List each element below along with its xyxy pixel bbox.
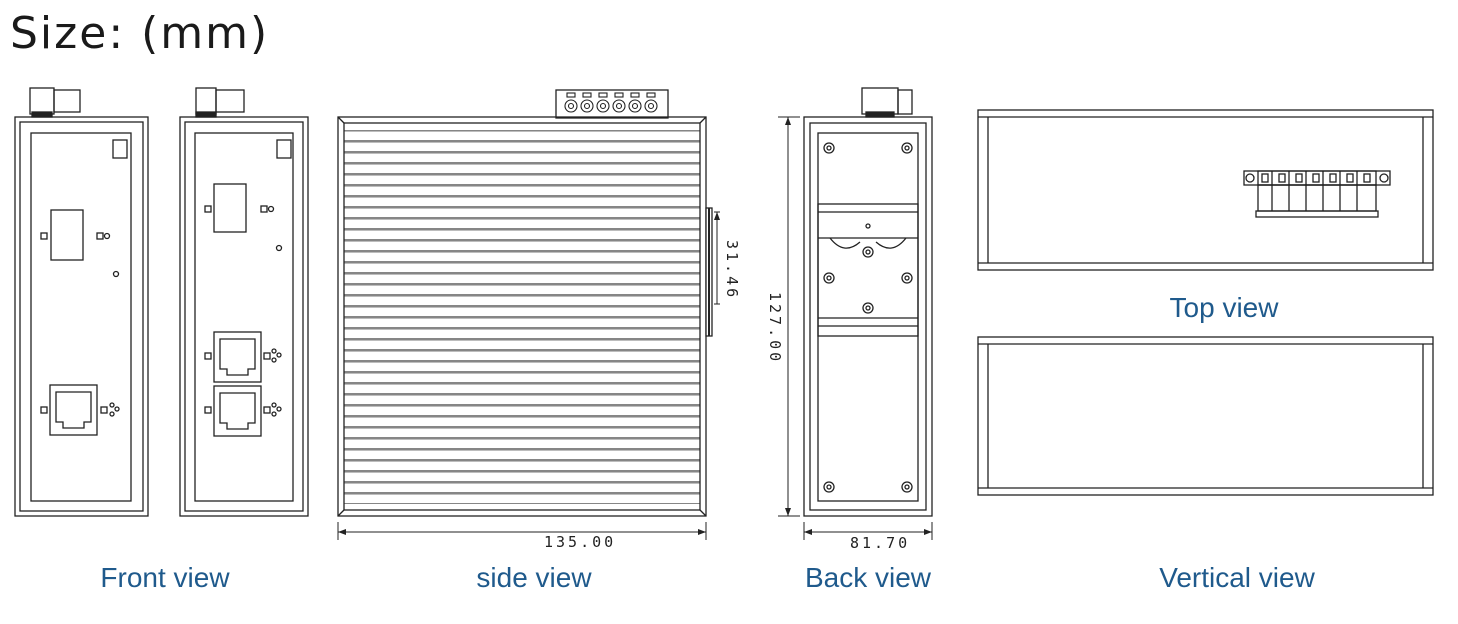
side-width-dimension: 135.00 — [544, 533, 616, 551]
side-view-label: side view — [476, 562, 592, 593]
vertical-view — [977, 336, 1434, 496]
rj45-port — [49, 384, 98, 436]
back-view-label: Back view — [804, 562, 932, 593]
front-connector-block — [29, 87, 55, 115]
side-view — [337, 89, 720, 540]
front-view-unit-1 — [14, 87, 149, 517]
din-rail-clip — [817, 203, 919, 337]
front-view-label: Front view — [100, 562, 230, 593]
top-view — [977, 109, 1434, 271]
sfp-port — [50, 209, 84, 261]
vertical-view-label: Vertical view — [1159, 562, 1315, 593]
top-view-label: Top view — [1169, 292, 1279, 323]
front-view-unit-2 — [179, 87, 309, 517]
top-terminal-block — [1243, 170, 1391, 218]
front-panel — [30, 132, 132, 502]
back-height-dimension: 127.00 — [766, 292, 784, 364]
terminal-block — [555, 89, 669, 119]
back-view — [778, 87, 933, 540]
back-width-dimension: 81.70 — [850, 534, 910, 552]
page-title: Size: (mm) — [10, 8, 270, 59]
heatsink-fins — [344, 130, 700, 504]
side-depth-dimension: 31.46 — [723, 240, 741, 300]
